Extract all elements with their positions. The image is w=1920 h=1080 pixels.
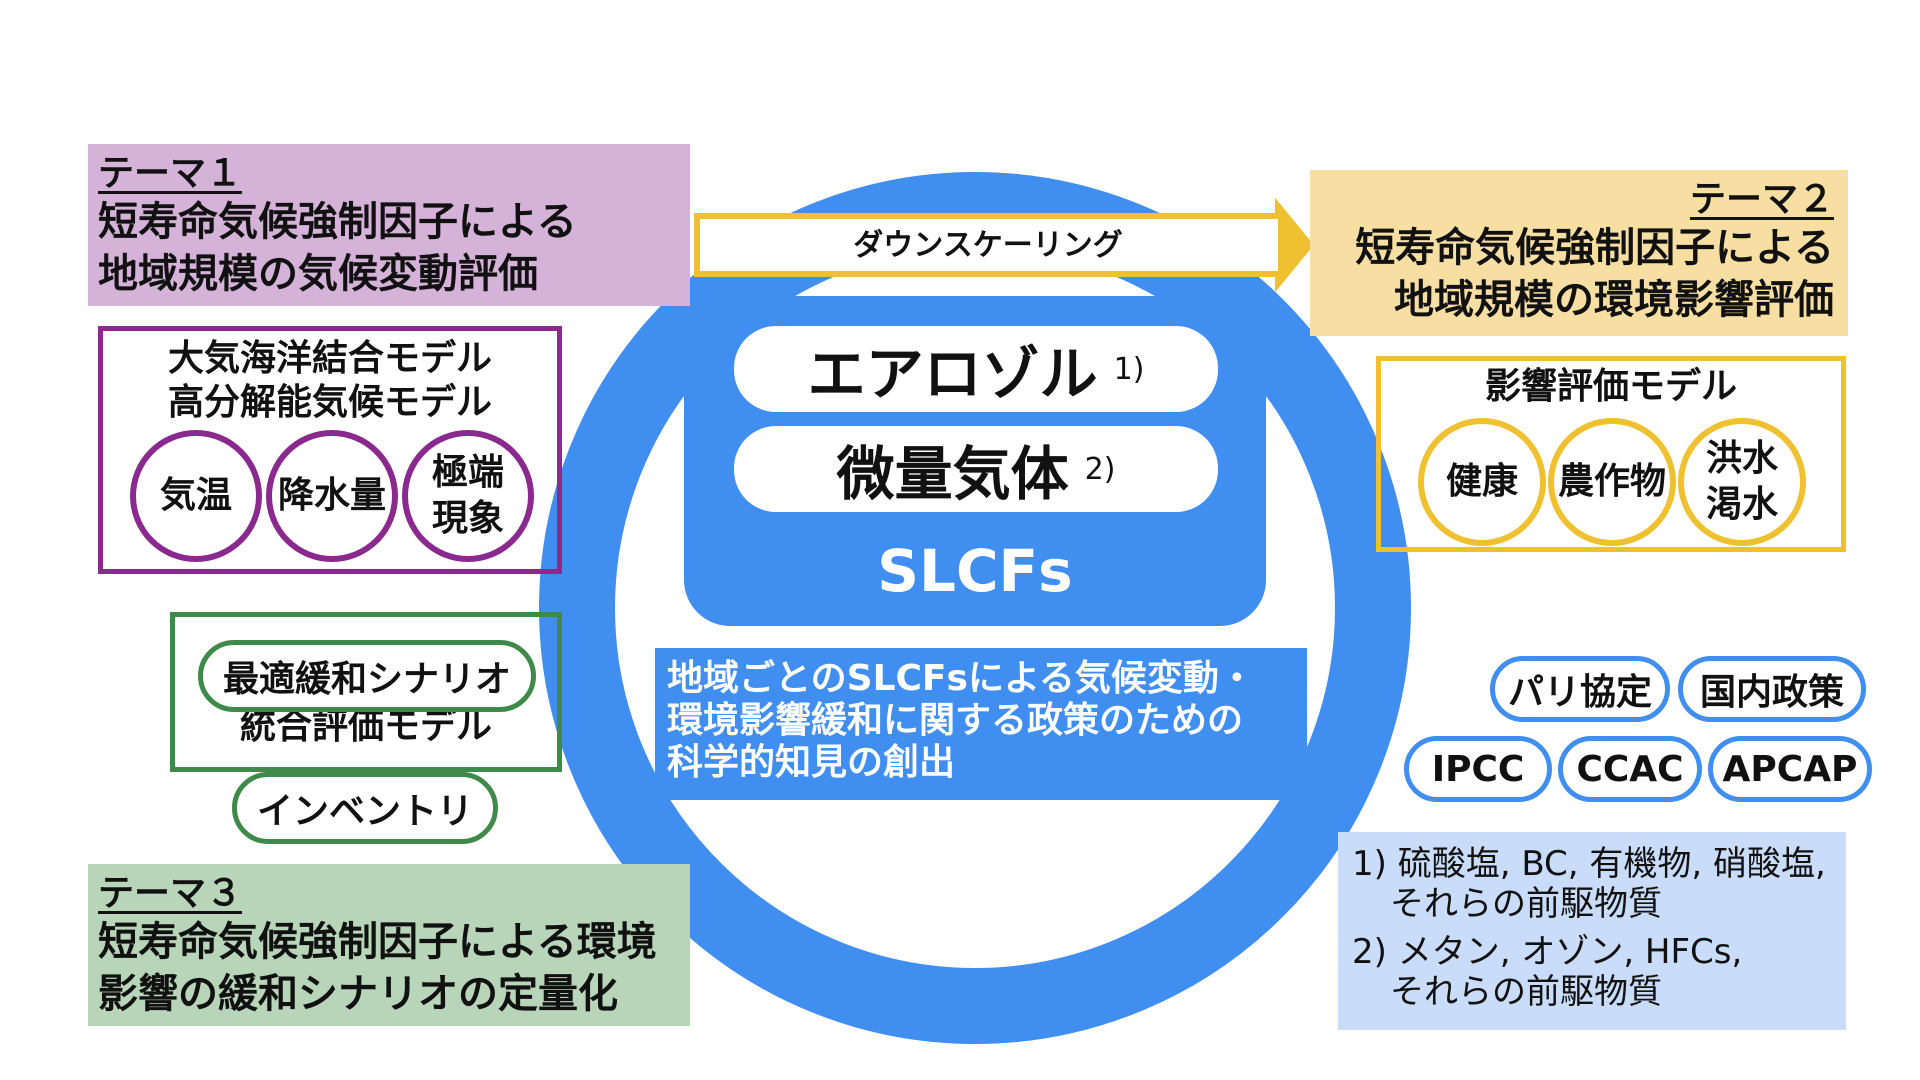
climate-model-box: 大気海洋結合モデル 高分解能気候モデル	[98, 326, 562, 574]
integrated-model-label: 統合評価モデル	[239, 706, 492, 747]
ipcc-label: IPCC	[1431, 748, 1525, 790]
health-label: 健康	[1445, 461, 1518, 502]
theme3-heading: テーマ３	[98, 873, 243, 914]
domestic-policy-pill: 国内政策	[1678, 656, 1866, 722]
ccac-label: CCAC	[1576, 748, 1684, 790]
inventory-pill: インベントリ	[232, 772, 498, 844]
note2-line1: 2) メタン, オゾン, HFCs,	[1352, 932, 1743, 972]
theme3-box: テーマ３ 短寿命気候強制因子による環境 影響の緩和シナリオの定量化	[88, 864, 690, 1026]
inventory-label: インベントリ	[256, 791, 473, 832]
flood-label-line2: 渇水	[1705, 484, 1778, 525]
downscaling-arrow-head	[1278, 206, 1310, 284]
impact-model-title: 影響評価モデル	[1484, 366, 1737, 407]
optimal-scenario-pill: 最適緩和シナリオ	[198, 640, 536, 712]
precipitation-label: 降水量	[277, 475, 386, 516]
goal-box: 地域ごとのSLCFsによる気候変動・ 環境影響緩和に関する政策のための 科学的知…	[655, 648, 1307, 800]
flood-drought-circle: 洪水 渇水	[1678, 418, 1806, 546]
apcap-label: APCAP	[1722, 748, 1858, 790]
health-circle: 健康	[1418, 418, 1546, 546]
slcfs-label: SLCFs	[877, 537, 1073, 605]
precipitation-circle: 降水量	[266, 430, 398, 562]
theme3-line2: 影響の緩和シナリオの定量化	[98, 971, 618, 1017]
ccac-pill: CCAC	[1558, 736, 1702, 802]
crops-circle: 農作物	[1548, 418, 1676, 546]
apcap-pill: APCAP	[1708, 736, 1872, 802]
domestic-policy-label: 国内政策	[1699, 672, 1844, 713]
ipcc-pill: IPCC	[1404, 736, 1552, 802]
extreme-label-line2: 現象	[431, 498, 504, 539]
impact-model-box: 影響評価モデル	[1376, 356, 1846, 552]
crops-label: 農作物	[1557, 461, 1666, 502]
goal-line1: 地域ごとのSLCFsによる気候変動・	[667, 658, 1255, 699]
theme1-heading: テーマ１	[98, 153, 243, 194]
theme2-line2: 地域規模の環境影響評価	[1394, 277, 1834, 323]
extreme-label-line1: 極端	[431, 452, 504, 493]
note1-line2: それらの前駆物質	[1390, 884, 1662, 924]
goal-line3: 科学的知見の創出	[667, 742, 956, 783]
theme1-line1: 短寿命気候強制因子による	[98, 199, 577, 245]
theme3-line1: 短寿命気候強制因子による環境	[98, 919, 657, 965]
downscaling-label: ダウンスケーリング	[853, 228, 1123, 263]
aerosol-ref: 1)	[1113, 351, 1145, 387]
trace-gas-ref: 2)	[1084, 451, 1116, 487]
temperature-circle: 気温	[130, 430, 262, 562]
climate-model-line1: 大気海洋結合モデル	[167, 338, 492, 379]
note2-line2: それらの前駆物質	[1390, 972, 1662, 1012]
note1-line1: 1) 硫酸塩, BC, 有機物, 硝酸塩,	[1352, 844, 1826, 884]
temperature-label: 気温	[159, 475, 232, 516]
goal-line2: 環境影響緩和に関する政策のための	[667, 700, 1244, 741]
paris-agreement-label: パリ協定	[1507, 672, 1652, 713]
climate-model-line2: 高分解能気候モデル	[167, 382, 492, 423]
flood-label-line1: 洪水	[1705, 438, 1778, 479]
extreme-events-circle: 極端 現象	[402, 430, 534, 562]
theme2-heading: テーマ２	[1689, 179, 1834, 220]
theme1-box: テーマ１ 短寿命気候強制因子による 地域規模の気候変動評価	[88, 144, 690, 306]
notes-box: 1) 硫酸塩, BC, 有機物, 硝酸塩, それらの前駆物質 2) メタン, オ…	[1338, 832, 1846, 1030]
optimal-scenario-label: 最適緩和シナリオ	[222, 659, 511, 700]
central-ring	[539, 172, 1411, 1044]
aerosol-pill: エアロゾル 1)	[734, 326, 1218, 412]
theme2-line1: 短寿命気候強制因子による	[1355, 225, 1834, 271]
aerosol-label: エアロゾル	[807, 340, 1098, 408]
trace-gas-label: 微量気体	[836, 440, 1069, 508]
integrated-assessment-box: 統合評価モデル	[170, 612, 562, 772]
paris-agreement-pill: パリ協定	[1490, 656, 1670, 722]
theme2-box: テーマ２ 短寿命気候強制因子による 地域規模の環境影響評価	[1310, 170, 1848, 336]
trace-gas-pill: 微量気体 2)	[734, 426, 1218, 512]
theme1-line2: 地域規模の気候変動評価	[98, 251, 538, 297]
